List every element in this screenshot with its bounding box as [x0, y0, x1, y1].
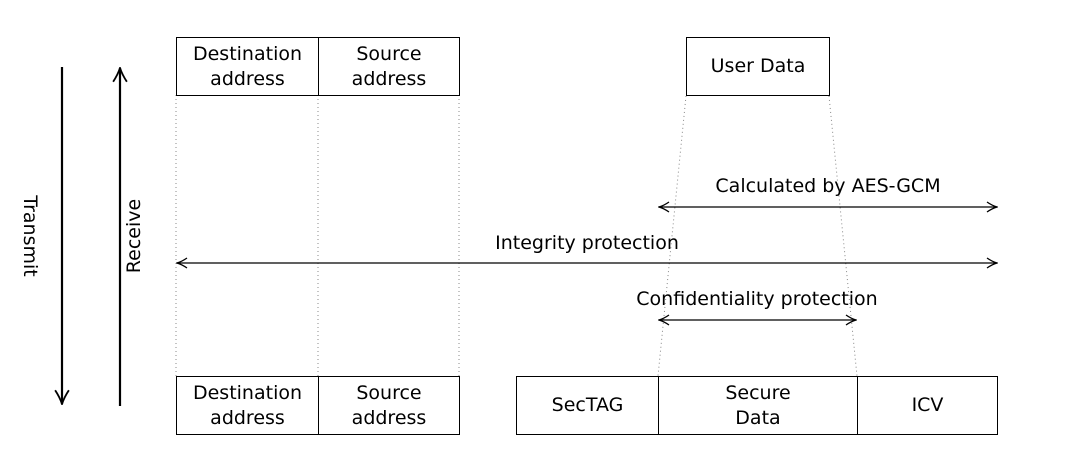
guide-line-user-data-right: [828, 95, 858, 377]
aes-gcm-label: Calculated by AES-GCM: [715, 175, 941, 197]
top-destination-address-field: Destination address: [176, 37, 319, 96]
integrity-protection-label: Integrity protection: [495, 232, 679, 254]
top-source-address-label: Source address: [351, 43, 427, 90]
receive-label: Receive: [123, 198, 145, 274]
top-destination-address-label: Destination address: [192, 43, 303, 90]
transmit-label: Transmit: [19, 195, 41, 277]
bottom-destination-address-label: Destination address: [192, 382, 303, 429]
icv-field: ICV: [857, 376, 998, 435]
user-data-field: User Data: [686, 37, 830, 96]
bottom-source-address-label: Source address: [351, 382, 427, 429]
user-data-label: User Data: [710, 55, 806, 78]
bottom-destination-address-field: Destination address: [176, 376, 319, 435]
sectag-label: SecTAG: [551, 394, 624, 417]
secure-data-label: Secure Data: [725, 382, 791, 429]
top-source-address-field: Source address: [318, 37, 460, 96]
secure-data-field: Secure Data: [658, 376, 858, 435]
confidentiality-protection-label: Confidentiality protection: [636, 288, 878, 310]
bottom-source-address-field: Source address: [318, 376, 460, 435]
icv-label: ICV: [911, 394, 944, 417]
sectag-field: SecTAG: [516, 376, 659, 435]
guide-line-user-data-left: [657, 95, 687, 377]
